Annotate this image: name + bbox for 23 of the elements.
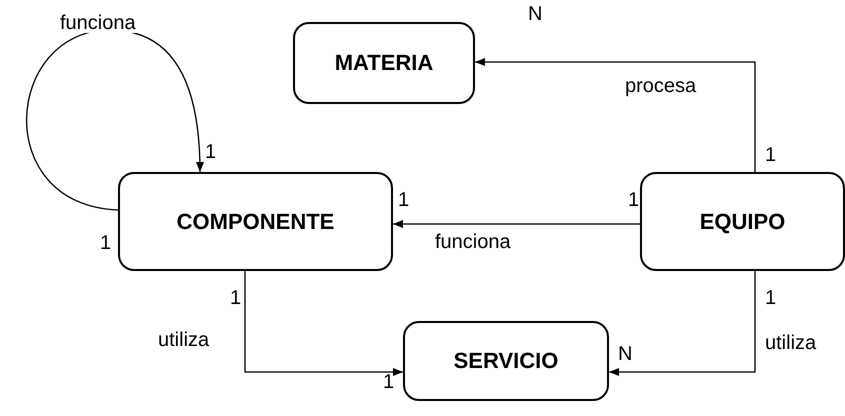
cardinality-label: 1 (765, 145, 776, 165)
cardinality-label: 1 (205, 142, 216, 162)
edge-label: funciona (60, 13, 136, 33)
cardinality-label: 1 (765, 288, 776, 308)
cardinality-label: 1 (398, 190, 410, 210)
entity-name: SERVICIO (454, 348, 558, 374)
cardinality-label: N (618, 344, 632, 364)
cardinality-label: 1 (628, 190, 640, 210)
cardinality-label: 1 (100, 233, 112, 253)
entity-box (118, 172, 393, 271)
entity-name: COMPONENTE (176, 208, 334, 234)
relationship-arrow (244, 271, 403, 376)
cardinality-label: 1 (230, 288, 242, 308)
relationship-arrow (393, 220, 640, 228)
relationship-arrow (475, 58, 756, 172)
relationship-arrow (609, 271, 756, 376)
entity-box (293, 22, 475, 104)
entity-name: MATERIA (334, 50, 434, 76)
entity-box (403, 321, 609, 401)
entity-box (640, 172, 845, 271)
cardinality-label: 1 (383, 372, 394, 392)
entity-name: EQUIPO (700, 208, 786, 234)
cardinality-label: N (528, 4, 542, 24)
